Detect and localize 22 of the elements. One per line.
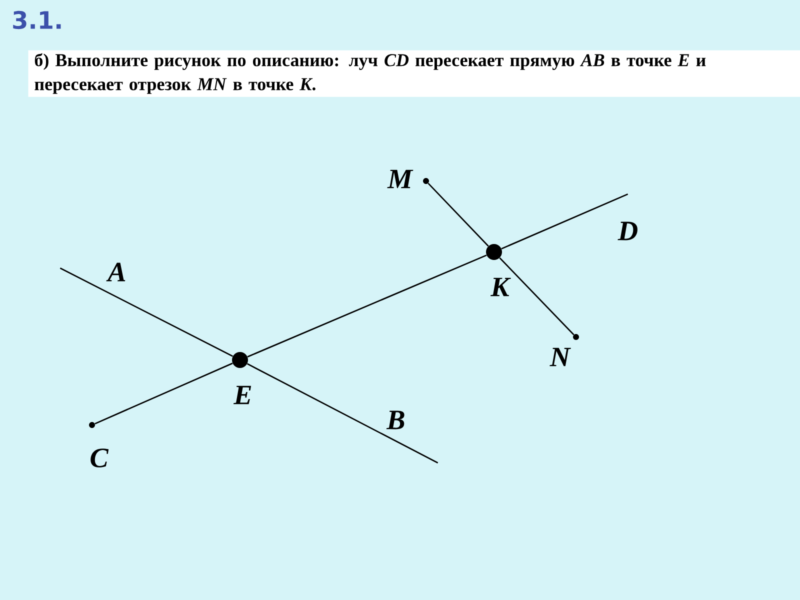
task-text: б) Выполните рисунок по описанию: луч CD пересекает прямую AB в точке E и пересекает отрезок MN в точке K. — [28, 50, 800, 97]
node-label: N — [550, 348, 571, 366]
point: K — [486, 244, 511, 296]
point: B — [386, 410, 404, 430]
node-label: M — [387, 170, 414, 188]
line-segment — [246, 363, 438, 464]
line-segment — [94, 362, 233, 424]
line-segment — [499, 257, 574, 336]
node-label: C — [90, 448, 109, 468]
point: C — [89, 422, 109, 468]
point: E — [232, 352, 252, 404]
point: M — [387, 170, 429, 188]
line-segment — [247, 254, 487, 358]
line-segment — [428, 182, 489, 247]
node-label: E — [233, 386, 252, 404]
point: N — [550, 334, 579, 366]
node-label: K — [490, 278, 511, 296]
point: D — [618, 222, 638, 240]
exercise-number: 3.1. — [13, 10, 61, 30]
point: A — [106, 262, 126, 282]
line-segment — [501, 193, 628, 250]
line-segment — [60, 267, 234, 357]
